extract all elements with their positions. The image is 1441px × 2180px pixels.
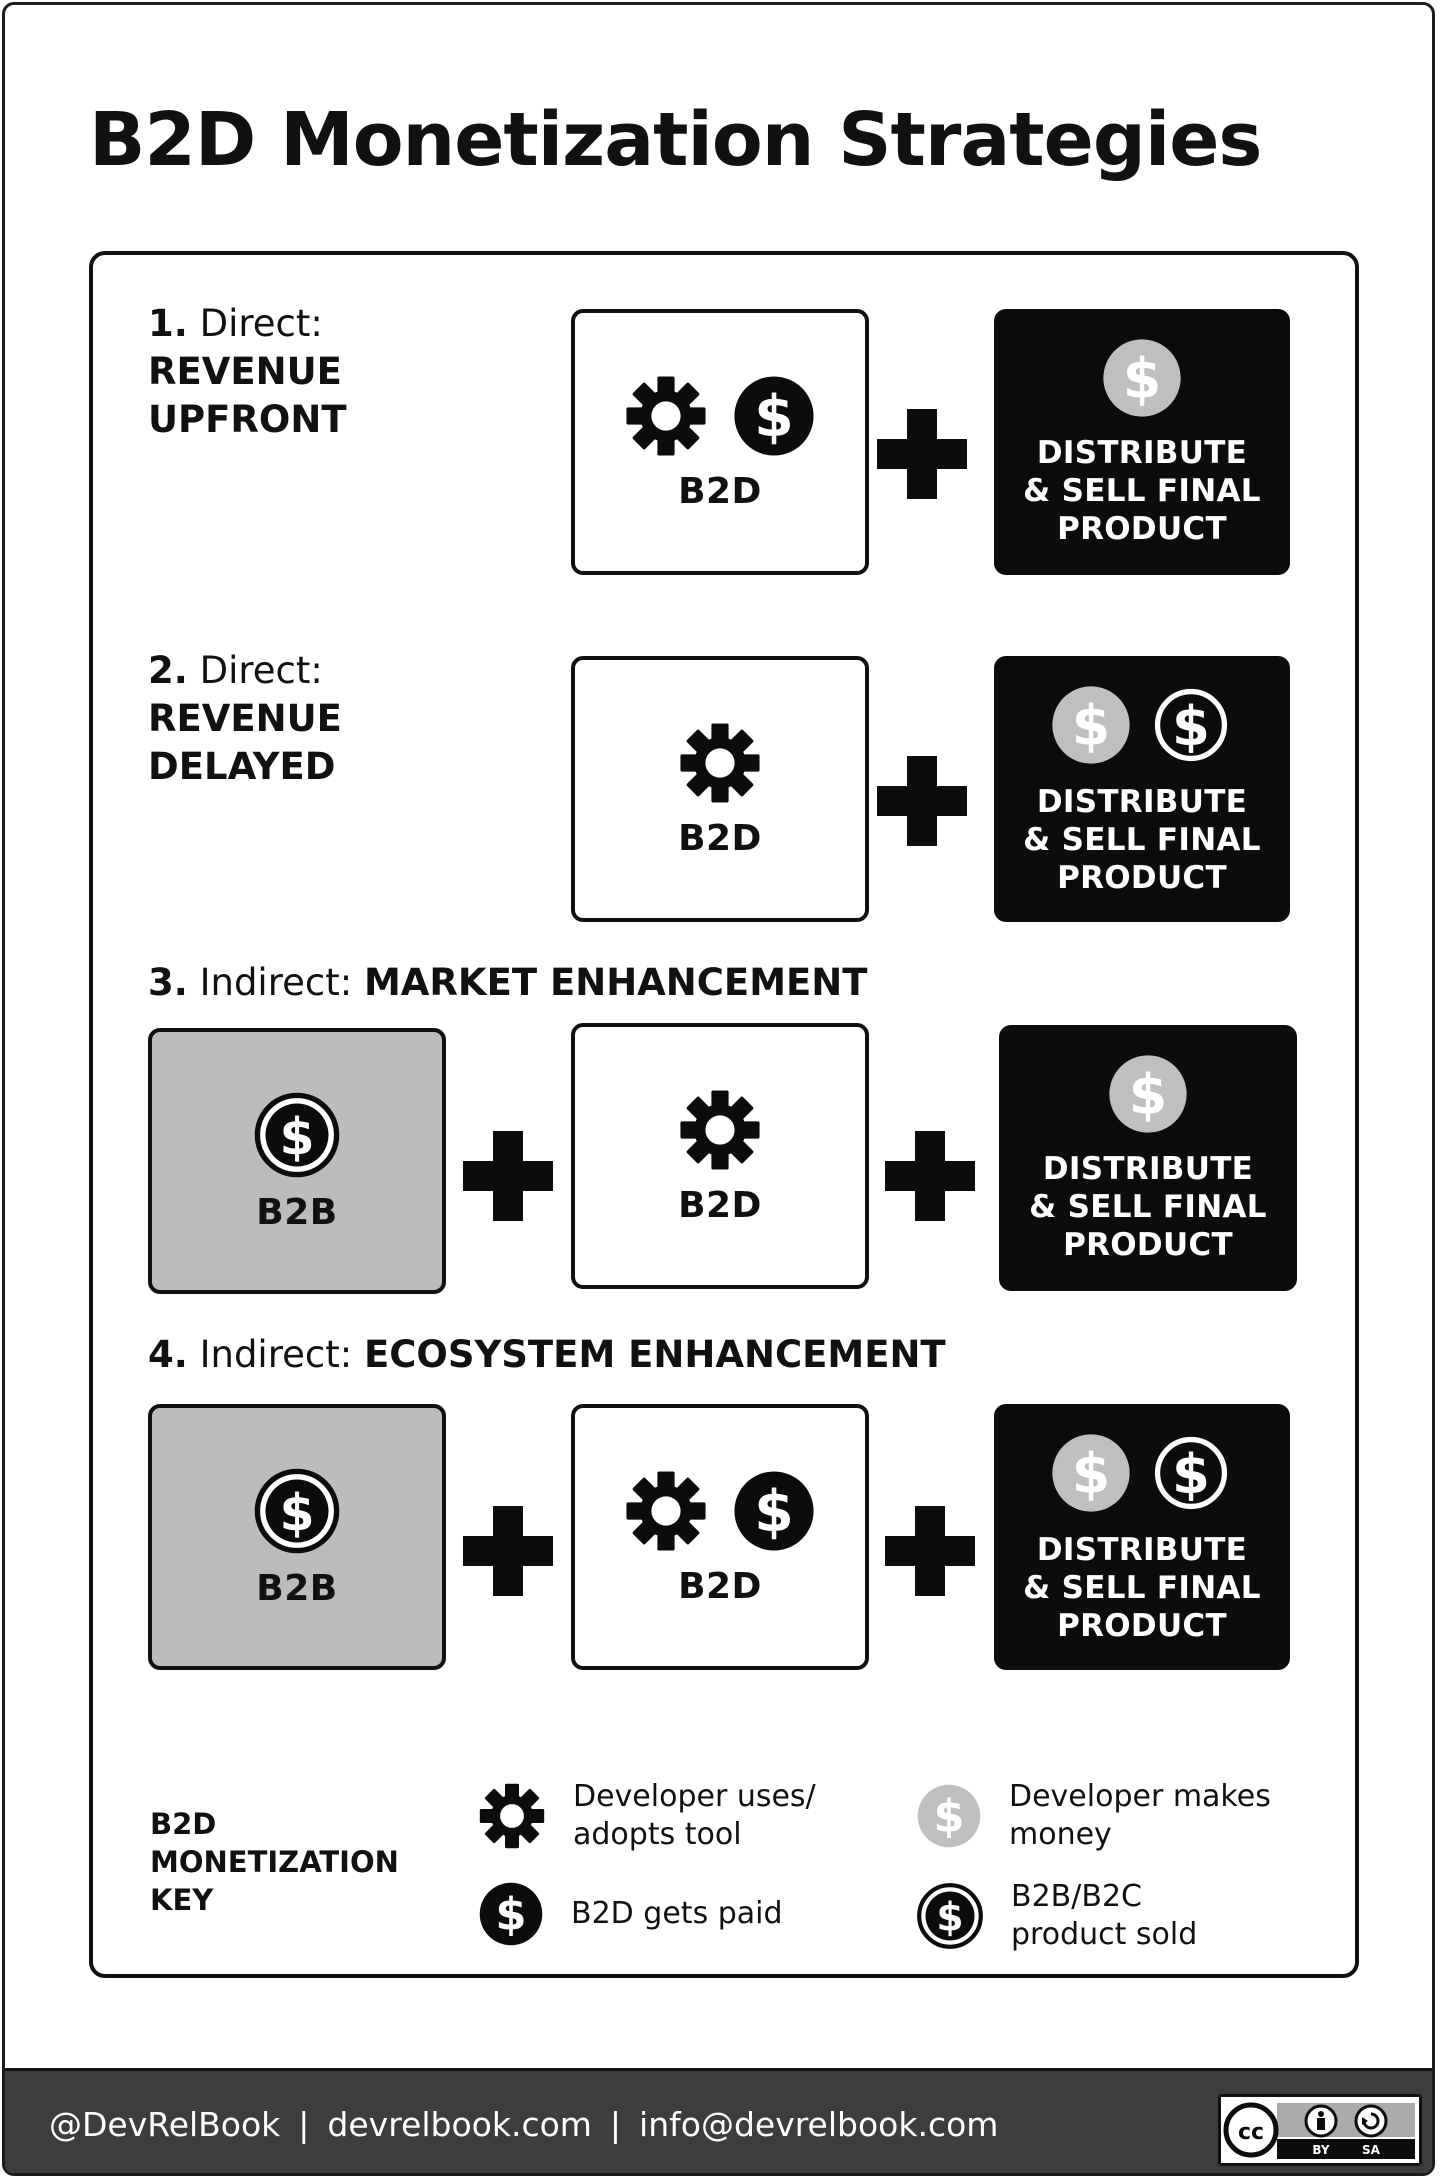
footer-email-link[interactable]: info@devrelbook.com [639, 2105, 999, 2144]
page-title: B2D Monetization Strategies [89, 97, 1262, 183]
dollar-outline-icon [1147, 681, 1235, 769]
key-item-label: Developer uses/ adopts tool [573, 1779, 816, 1852]
strategy-number: 4. [148, 1333, 188, 1376]
gear-icon [677, 1087, 763, 1173]
cc-license-icon: cc BY SA [1221, 2097, 1419, 2163]
distribute-box: DISTRIBUTE & SELL FINAL PRODUCT [999, 1025, 1297, 1291]
strategy-name: MARKET ENHANCEMENT [363, 961, 868, 1004]
b2b-box: B2B [148, 1404, 446, 1670]
strategy-1-label: 1. Direct: REVENUE UPFRONT [148, 300, 347, 444]
distribute-label: DISTRIBUTE & SELL FINAL PRODUCT [1029, 1151, 1267, 1263]
footer-site-link[interactable]: devrelbook.com [327, 2105, 592, 2144]
dollar-grey-icon [1100, 336, 1184, 420]
b2b-box: B2B [148, 1028, 446, 1294]
key-item-gear: Developer uses/ adopts tool [477, 1778, 816, 1854]
key-item-label: Developer makes money [1009, 1779, 1271, 1852]
footer: @DevRelBook | devrelbook.com | info@devrelbo… [5, 2068, 1432, 2173]
svg-text:SA: SA [1362, 2143, 1381, 2157]
strategy-3-label: 3. Indirect: MARKET ENHANCEMENT [148, 959, 868, 1007]
distribute-label: DISTRIBUTE & SELL FINAL PRODUCT [1023, 784, 1261, 896]
dollar-grey-icon [1049, 1431, 1133, 1515]
footer-separator: | [609, 2105, 622, 2144]
footer-separator: | [298, 2105, 310, 2144]
b2d-box: B2D [571, 1404, 869, 1670]
plus-icon [463, 1506, 553, 1596]
strategy-kind: Indirect: [199, 1333, 353, 1376]
b2d-label: B2D [678, 470, 762, 512]
plus-icon [877, 409, 967, 499]
dollar-outline-icon [252, 1466, 342, 1556]
b2b-label: B2B [256, 1567, 338, 1609]
dollar-outline-icon [1147, 1429, 1235, 1517]
plus-icon [885, 1506, 975, 1596]
distribute-label: DISTRIBUTE & SELL FINAL PRODUCT [1023, 1532, 1261, 1644]
key-title: B2D MONETIZATION KEY [150, 1807, 399, 1917]
gear-icon [623, 1468, 709, 1554]
b2d-label: B2D [678, 1565, 762, 1607]
svg-text:BY: BY [1312, 2143, 1329, 2157]
strategy-name-line2: DELAYED [148, 745, 336, 788]
strategy-number: 3. [148, 961, 188, 1004]
dollar-outline-icon [252, 1090, 342, 1180]
b2d-label: B2D [678, 817, 762, 859]
dollar-grey-icon [1106, 1052, 1190, 1136]
distribute-label: DISTRIBUTE & SELL FINAL PRODUCT [1023, 435, 1261, 547]
dollar-grey-icon [915, 1782, 983, 1850]
dollar-black-icon [731, 1468, 817, 1554]
key-item-dev-money: Developer makes money [915, 1778, 1271, 1854]
strategy-name-line2: UPFRONT [148, 398, 347, 441]
strategy-4-label: 4. Indirect: ECOSYSTEM ENHANCEMENT [148, 1331, 946, 1379]
key-item-label: B2D gets paid [571, 1896, 783, 1931]
footer-contact: @DevRelBook | devrelbook.com | info@devrelbo… [49, 2105, 998, 2144]
distribute-box: DISTRIBUTE & SELL FINAL PRODUCT [994, 656, 1290, 922]
strategy-kind: Direct: [199, 302, 323, 345]
gear-icon [623, 373, 709, 459]
distribute-box: DISTRIBUTE & SELL FINAL PRODUCT [994, 309, 1290, 575]
plus-icon [877, 756, 967, 846]
b2d-label: B2D [678, 1184, 762, 1226]
b2d-box: B2D [571, 656, 869, 922]
strategies-panel: 1. Direct: REVENUE UPFRONT B2D DISTRIBUT… [89, 251, 1359, 1978]
key-item-b2d-paid: B2D gets paid [477, 1880, 783, 1948]
strategy-2-label: 2. Direct: REVENUE DELAYED [148, 647, 342, 791]
b2d-box: B2D [571, 1023, 869, 1289]
gear-icon [477, 1781, 547, 1851]
strategy-name-line1: REVENUE [148, 697, 342, 740]
svg-text:cc: cc [1238, 2120, 1264, 2145]
dollar-black-icon [731, 373, 817, 459]
strategy-number: 2. [148, 649, 188, 692]
distribute-box: DISTRIBUTE & SELL FINAL PRODUCT [994, 1404, 1290, 1670]
dollar-grey-icon [1049, 683, 1133, 767]
key-item-product-sold: B2B/B2C product sold [915, 1878, 1197, 1954]
plus-icon [463, 1131, 553, 1221]
dollar-black-icon [477, 1880, 545, 1948]
footer-handle[interactable]: @DevRelBook [49, 2105, 281, 2144]
strategy-name: ECOSYSTEM ENHANCEMENT [363, 1333, 946, 1376]
cc-by-sa-license-badge: cc BY SA [1218, 2094, 1422, 2166]
gear-icon [677, 720, 763, 806]
strategy-name-line1: REVENUE [148, 350, 342, 393]
b2b-label: B2B [256, 1191, 338, 1233]
strategy-number: 1. [148, 302, 188, 345]
plus-icon [885, 1131, 975, 1221]
dollar-outline-icon [915, 1881, 985, 1951]
strategy-kind: Indirect: [199, 961, 353, 1004]
key-item-label: B2B/B2C product sold [1011, 1879, 1198, 1952]
b2d-box: B2D [571, 309, 869, 575]
strategy-kind: Direct: [199, 649, 323, 692]
